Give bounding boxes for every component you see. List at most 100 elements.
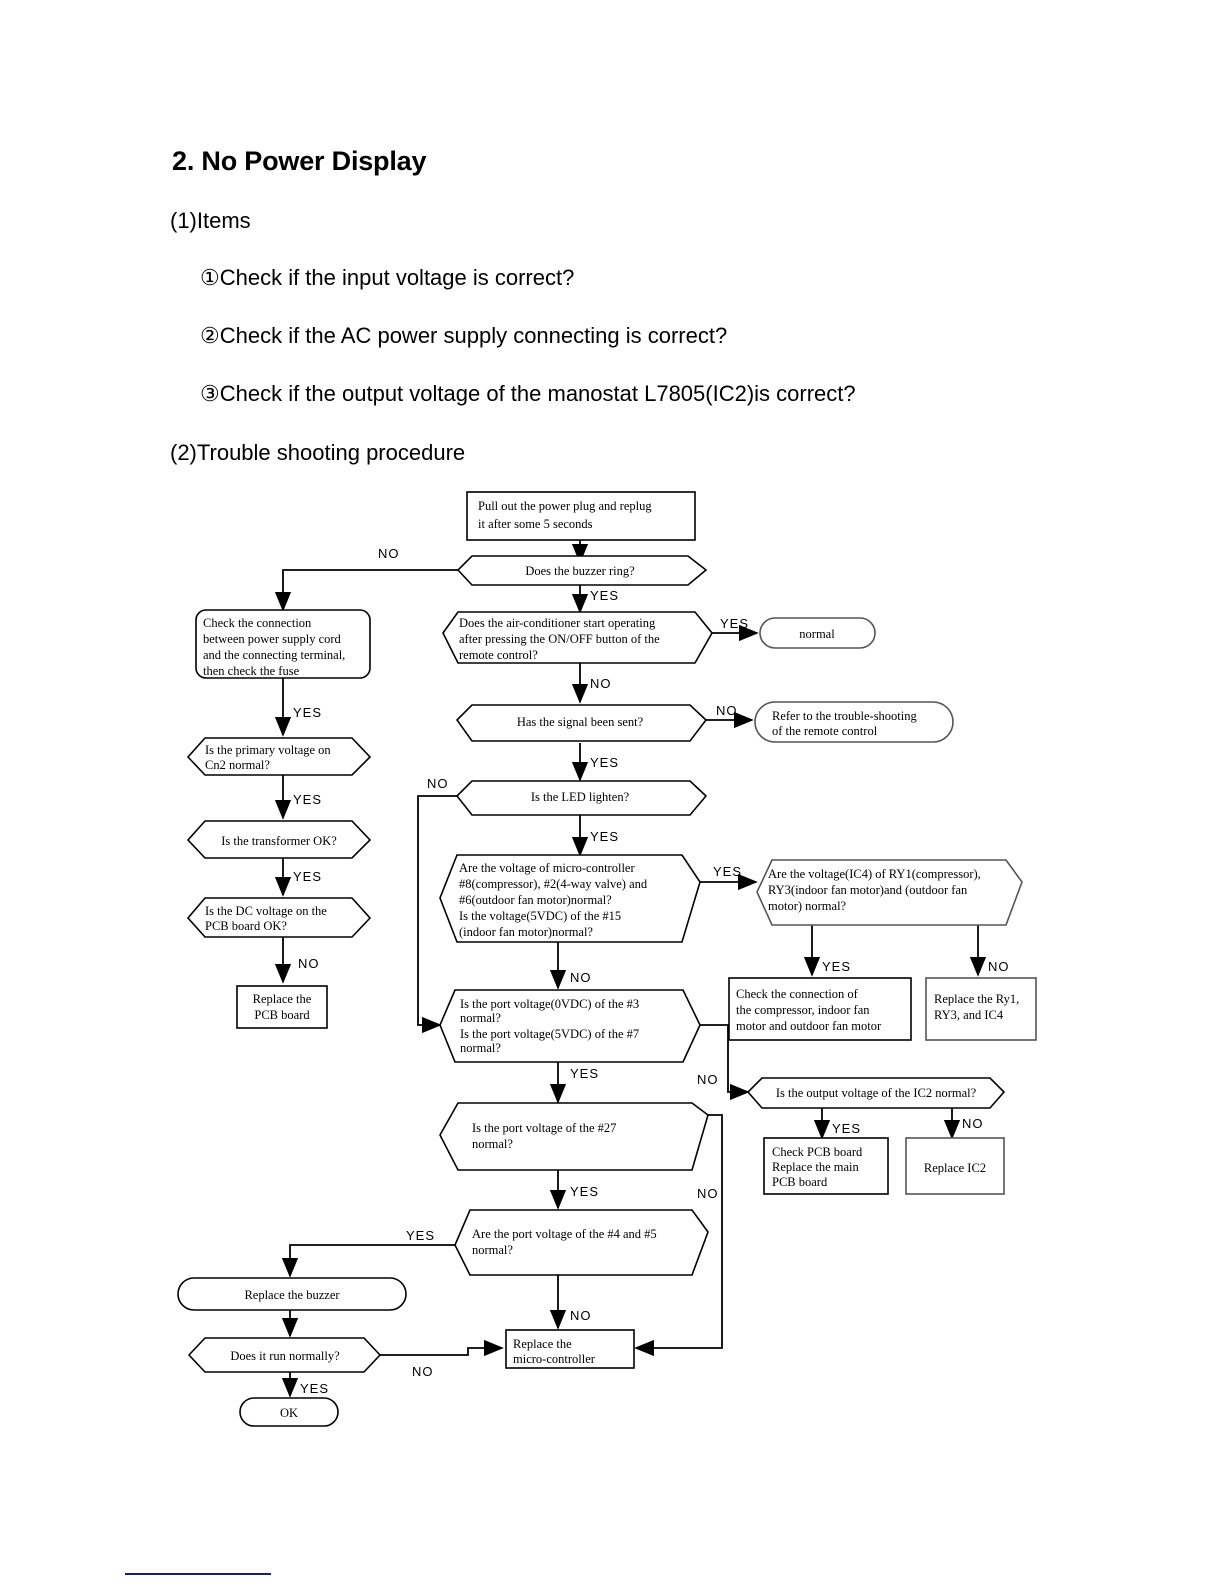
edge-label-micro-no: NO bbox=[570, 970, 592, 985]
troubleshooting-flowchart: NO YES YES NO NO YES YES NO YES YES YES … bbox=[0, 470, 1224, 1430]
edge-label-ic2-yes: YES bbox=[832, 1121, 861, 1136]
edge-label-buzzer-yes: YES bbox=[590, 588, 619, 603]
svg-text:normal?: normal? bbox=[472, 1243, 513, 1257]
edge-label-primary-yes: YES bbox=[293, 792, 322, 807]
svg-text:remote control?: remote control? bbox=[459, 648, 538, 662]
node-check-connection-motors: Check the connection of the compressor, … bbox=[728, 977, 912, 1041]
edge-label-signal-no: NO bbox=[716, 703, 738, 718]
edge-label-port45-yes: YES bbox=[406, 1228, 435, 1243]
svg-text:RY3(indoor fan motor)and (outd: RY3(indoor fan motor)and (outdoor fan bbox=[768, 883, 968, 897]
item-2: ②Check if the AC power supply connecting… bbox=[200, 323, 728, 348]
edge-label-run-no: NO bbox=[412, 1364, 434, 1379]
node-signal-sent: Has the signal been sent? bbox=[455, 704, 708, 742]
svg-text:Are the voltage(IC4) of RY1(co: Are the voltage(IC4) of RY1(compressor), bbox=[768, 867, 981, 881]
svg-text:and the connecting terminal,: and the connecting terminal, bbox=[203, 648, 345, 662]
edge-label-port37-no: NO bbox=[697, 1072, 719, 1087]
svg-text:between power supply cord: between power supply cord bbox=[203, 632, 342, 646]
svg-text:Replace the main: Replace the main bbox=[772, 1160, 860, 1174]
svg-text:Are the voltage of micro-contr: Are the voltage of micro-controller bbox=[459, 861, 635, 875]
svg-text:Is the port voltage(0VDC) of t: Is the port voltage(0VDC) of the #3 bbox=[460, 997, 639, 1011]
svg-text:normal?: normal? bbox=[460, 1011, 501, 1025]
node-ac-start: Does the air-conditioner start operating… bbox=[442, 611, 713, 664]
svg-text:Check the connection of: Check the connection of bbox=[736, 987, 859, 1001]
items-label: (1)Items bbox=[170, 208, 251, 233]
item-1: ①Check if the input voltage is correct? bbox=[200, 265, 575, 290]
node-check-pcb-main: Check PCB board Replace the main PCB boa… bbox=[763, 1137, 889, 1195]
svg-text:Has the signal been sent?: Has the signal been sent? bbox=[517, 715, 644, 729]
svg-text:normal?: normal? bbox=[460, 1041, 501, 1055]
edge-label-dc-no: NO bbox=[298, 956, 320, 971]
edge-label-connection-yes: YES bbox=[293, 705, 322, 720]
edge-label-buzzer-no: NO bbox=[378, 546, 400, 561]
edge-label-port27-yes: YES bbox=[570, 1184, 599, 1199]
svg-text:Check PCB board: Check PCB board bbox=[772, 1145, 863, 1159]
svg-text:after pressing the ON/OFF butt: after pressing the ON/OFF button of the bbox=[459, 632, 660, 646]
node-check-connection: Check the connection between power suppl… bbox=[195, 609, 371, 679]
node-start: Pull out the power plug and replug it af… bbox=[466, 491, 696, 541]
svg-text:of the remote control: of the remote control bbox=[772, 724, 878, 738]
svg-text:PCB board: PCB board bbox=[772, 1175, 828, 1189]
svg-text:Pull out the power plug and re: Pull out the power plug and replug bbox=[478, 499, 652, 513]
svg-text:Replace the Ry1,: Replace the Ry1, bbox=[934, 992, 1019, 1006]
svg-text:Is the port voltage(5VDC) of t: Is the port voltage(5VDC) of the #7 bbox=[460, 1027, 639, 1041]
svg-text:RY3, and IC4: RY3, and IC4 bbox=[934, 1008, 1004, 1022]
edge-label-run-yes: YES bbox=[300, 1381, 329, 1396]
node-port-4-5: Are the port voltage of the #4 and #5 no… bbox=[454, 1209, 709, 1276]
svg-text:PCB board: PCB board bbox=[254, 1008, 310, 1022]
node-refer-remote: Refer to the trouble-shooting of the rem… bbox=[754, 701, 954, 743]
svg-text:motor and outdoor fan motor: motor and outdoor fan motor bbox=[736, 1019, 882, 1033]
svg-text:Replace IC2: Replace IC2 bbox=[924, 1161, 986, 1175]
svg-text:normal?: normal? bbox=[472, 1137, 513, 1151]
node-transformer-ok: Is the transformer OK? bbox=[186, 820, 372, 859]
edge-label-ac-no: NO bbox=[590, 676, 612, 691]
svg-text:Does the buzzer ring?: Does the buzzer ring? bbox=[525, 564, 635, 578]
svg-text:#6(outdoor fan motor)normal?: #6(outdoor fan motor)normal? bbox=[459, 893, 612, 907]
svg-text:Is the voltage(5VDC) of the #1: Is the voltage(5VDC) of the #15 bbox=[459, 909, 621, 923]
node-dc-voltage: Is the DC voltage on the PCB board OK? bbox=[186, 897, 372, 938]
node-port-3-7: Is the port voltage(0VDC) of the #3 norm… bbox=[439, 989, 701, 1063]
svg-text:Is the output voltage of the I: Is the output voltage of the IC2 normal? bbox=[776, 1086, 977, 1100]
svg-text:normal: normal bbox=[799, 627, 835, 641]
edge-label-ac-yes: YES bbox=[720, 616, 749, 631]
node-micro-voltage: Are the voltage of micro-controller #8(c… bbox=[439, 854, 701, 943]
node-replace-ry: Replace the Ry1, RY3, and IC4 bbox=[925, 977, 1037, 1041]
node-ic2-output: Is the output voltage of the IC2 normal? bbox=[746, 1077, 1006, 1109]
svg-text:Are the port voltage of the #4: Are the port voltage of the #4 and #5 bbox=[472, 1227, 657, 1241]
node-port-27: Is the port voltage of the #27 normal? bbox=[439, 1102, 709, 1171]
svg-text:Is the DC voltage on the: Is the DC voltage on the bbox=[205, 904, 327, 918]
node-normal: normal bbox=[759, 617, 876, 649]
edge-label-led-no: NO bbox=[427, 776, 449, 791]
node-replace-buzzer: Replace the buzzer bbox=[177, 1277, 407, 1311]
node-primary-voltage: Is the primary voltage on Cn2 normal? bbox=[186, 737, 372, 776]
svg-text:Does it run normally?: Does it run normally? bbox=[230, 1349, 340, 1363]
item-3: ③Check if the output voltage of the mano… bbox=[200, 381, 856, 406]
node-replace-micro: Replace the micro-controller bbox=[505, 1329, 635, 1369]
edge-label-port45-no: NO bbox=[570, 1308, 592, 1323]
edge-label-ry-no: NO bbox=[988, 959, 1010, 974]
node-ry-voltage: Are the voltage(IC4) of RY1(compressor),… bbox=[756, 859, 1023, 926]
svg-text:it after some 5 seconds: it after some 5 seconds bbox=[478, 517, 593, 531]
edge-label-ic2-no: NO bbox=[962, 1116, 984, 1131]
node-replace-pcb: Replace the PCB board bbox=[236, 985, 328, 1029]
svg-text:Is the primary voltage on: Is the primary voltage on bbox=[205, 743, 331, 757]
node-run-normally: Does it run normally? bbox=[187, 1337, 382, 1373]
svg-text:motor) normal?: motor) normal? bbox=[768, 899, 847, 913]
svg-text:(indoor fan motor)normal?: (indoor fan motor)normal? bbox=[459, 925, 593, 939]
svg-text:PCB board OK?: PCB board OK? bbox=[205, 919, 287, 933]
svg-text:Check the connection: Check the connection bbox=[203, 616, 312, 630]
node-replace-ic2: Replace IC2 bbox=[905, 1137, 1005, 1195]
edge-label-ry-yes: YES bbox=[822, 959, 851, 974]
node-ok: OK bbox=[239, 1397, 339, 1427]
edge-label-micro-yes: YES bbox=[713, 864, 742, 879]
svg-text:Cn2 normal?: Cn2 normal? bbox=[205, 758, 270, 772]
svg-text:then check the fuse: then check the fuse bbox=[203, 664, 300, 678]
svg-text:micro-controller: micro-controller bbox=[513, 1352, 596, 1366]
svg-text:OK: OK bbox=[280, 1406, 298, 1420]
svg-text:Is the port voltage of the #27: Is the port voltage of the #27 bbox=[472, 1121, 616, 1135]
svg-text:Is the LED lighten?: Is the LED lighten? bbox=[531, 790, 630, 804]
svg-text:Is the transformer OK?: Is the transformer OK? bbox=[221, 834, 337, 848]
svg-text:Replace the buzzer: Replace the buzzer bbox=[244, 1288, 340, 1302]
node-buzzer-ring: Does the buzzer ring? bbox=[456, 555, 708, 586]
svg-text:the compressor, indoor fan: the compressor, indoor fan bbox=[736, 1003, 870, 1017]
edge-label-led-yes: YES bbox=[590, 829, 619, 844]
